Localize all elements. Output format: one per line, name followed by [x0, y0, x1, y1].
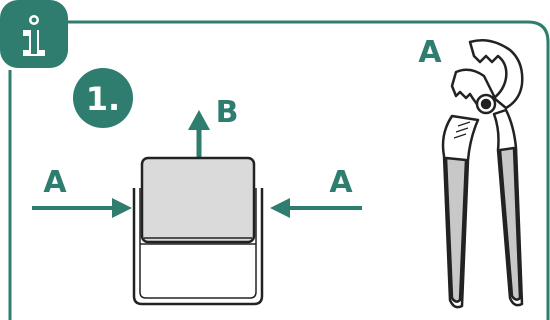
- info-icon: [0, 0, 68, 68]
- pliers-icon: [441, 39, 524, 309]
- cap-bracket: [132, 188, 264, 306]
- cap-block: [140, 156, 256, 244]
- up-arrow-label: B: [216, 95, 239, 130]
- right-force-arrow: [270, 198, 362, 218]
- left-force-arrow: [32, 198, 132, 218]
- step-badge: 1.: [73, 68, 133, 128]
- left-arrow-label: A: [43, 165, 67, 200]
- pliers-label: A: [418, 35, 442, 70]
- diagram-frame: [8, 20, 550, 320]
- cap-part: [132, 156, 264, 306]
- right-arrow-label: A: [329, 165, 353, 200]
- step-number: 1.: [86, 80, 120, 118]
